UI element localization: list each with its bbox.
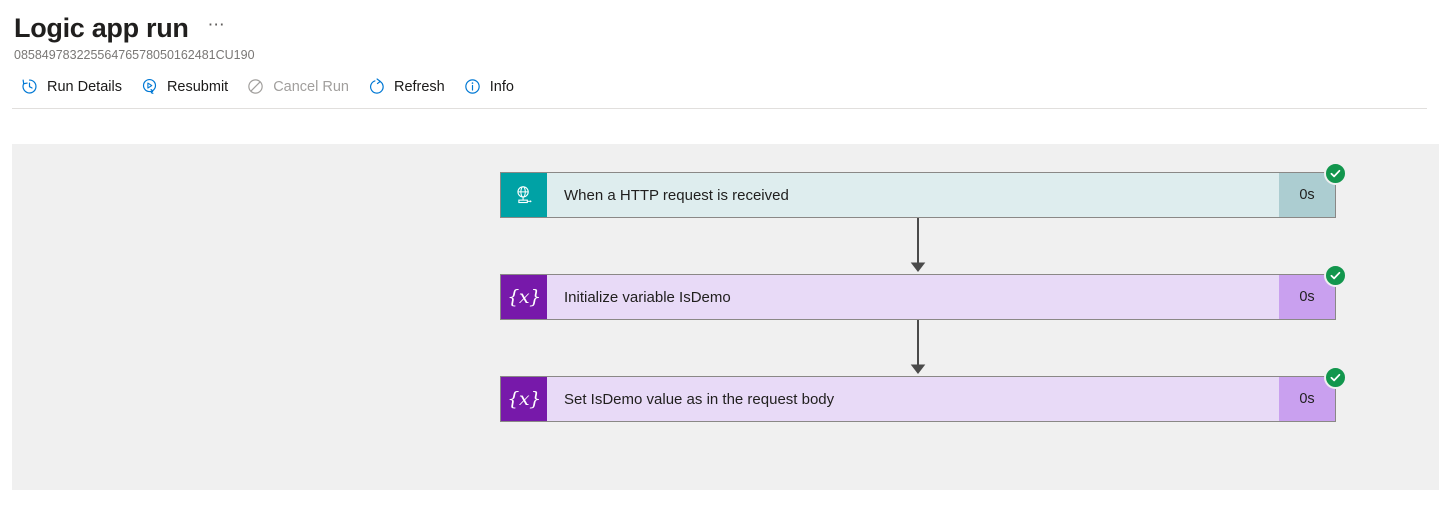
history-clock-icon — [20, 77, 39, 96]
cancel-circle-slash-icon — [246, 77, 265, 96]
info-circle-icon — [463, 77, 482, 96]
workflow-node: When a HTTP request is received 0s — [500, 162, 1347, 218]
refresh-button[interactable]: Refresh — [359, 73, 455, 100]
more-options-button[interactable]: ⋯ — [207, 15, 227, 34]
node-title: Initialize variable IsDemo — [564, 288, 731, 306]
info-button[interactable]: Info — [455, 73, 524, 100]
node-when-a-http-request-is-received[interactable]: When a HTTP request is received 0s — [500, 172, 1336, 218]
http-request-globe-icon — [501, 173, 547, 217]
node-duration: 0s — [1279, 173, 1335, 217]
variable-glyph: {x} — [507, 285, 541, 308]
variable-glyph: {x} — [507, 387, 541, 410]
node-title: When a HTTP request is received — [564, 186, 789, 204]
command-bar: Run Details Resubmit Cancel Run — [0, 63, 1439, 108]
refresh-circular-arrow-icon — [367, 77, 386, 96]
resubmit-play-icon — [140, 77, 159, 96]
cancel-run-label: Cancel Run — [273, 78, 349, 95]
workflow-connector-arrow — [500, 218, 1336, 274]
variable-braces-x-icon: {x} — [501, 377, 547, 421]
page-title: Logic app run — [14, 13, 189, 43]
node-initialize-variable-isdemo[interactable]: {x} Initialize variable IsDemo 0s — [500, 274, 1336, 320]
variable-braces-x-icon: {x} — [501, 275, 547, 319]
workflow-connector-arrow — [500, 320, 1336, 376]
status-badge-succeeded — [1324, 264, 1347, 287]
run-details-button[interactable]: Run Details — [12, 73, 132, 100]
info-label: Info — [489, 78, 514, 95]
node-duration: 0s — [1279, 275, 1335, 319]
workflow-node: {x} Set IsDemo value as in the request b… — [500, 366, 1347, 422]
run-id-label: 08584978322556476578050162481CU190 — [14, 48, 255, 62]
cancel-run-button: Cancel Run — [238, 73, 359, 100]
status-badge-succeeded — [1324, 366, 1347, 389]
checkmark-icon — [1329, 167, 1342, 180]
node-title: Set IsDemo value as in the request body — [564, 390, 835, 408]
checkmark-icon — [1329, 371, 1342, 384]
command-bar-divider — [12, 108, 1427, 109]
checkmark-icon — [1329, 269, 1342, 282]
title-row: Logic app run ⋯ — [14, 12, 1439, 44]
resubmit-button[interactable]: Resubmit — [132, 73, 238, 100]
workflow-canvas[interactable]: When a HTTP request is received 0s — [12, 144, 1439, 490]
resubmit-label: Resubmit — [166, 78, 229, 95]
workflow-node: {x} Initialize variable IsDemo 0s — [500, 264, 1347, 320]
run-details-label: Run Details — [47, 78, 122, 95]
refresh-label: Refresh — [393, 78, 445, 95]
status-badge-succeeded — [1324, 162, 1347, 185]
page-header: Logic app run ⋯ 085849783225564765780501… — [0, 0, 1439, 63]
workflow-graph: When a HTTP request is received 0s — [500, 162, 1347, 422]
node-set-isdemo-value-as-in-the-request-body[interactable]: {x} Set IsDemo value as in the request b… — [500, 376, 1336, 422]
